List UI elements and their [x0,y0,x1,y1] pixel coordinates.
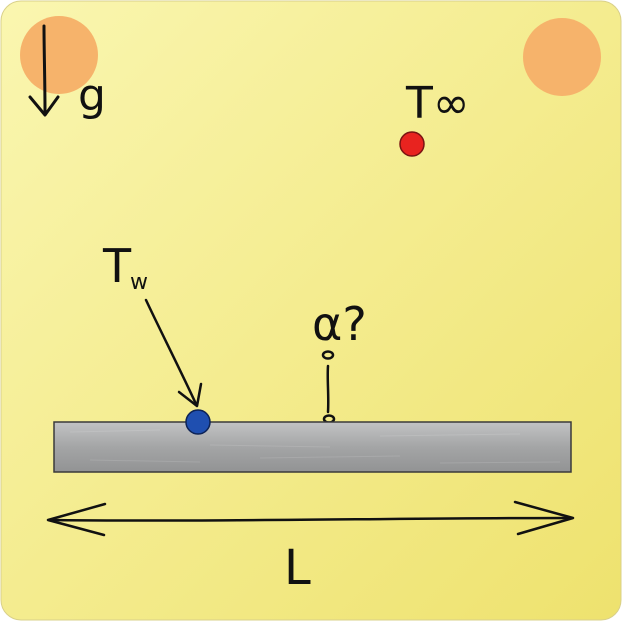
wall-temperature-subscript: w [130,270,148,295]
unknown-coefficient-label: α? [312,297,367,351]
corner-dot-right [523,18,601,96]
wall-temperature-label: T [102,239,132,293]
diagonal-arrow-icon [144,298,203,408]
double-headed-arrow-icon [46,500,575,537]
plate-texture [69,429,561,464]
ambient-temperature-point [399,131,425,157]
down-arrow-icon [28,24,60,117]
corner-dot-left [20,16,98,94]
ambient-temperature-label: T∞ [405,78,470,129]
heated-plate [53,421,572,473]
length-label: L [284,540,311,596]
gravity-label: g [78,70,106,121]
wall-temperature-point [185,409,211,435]
